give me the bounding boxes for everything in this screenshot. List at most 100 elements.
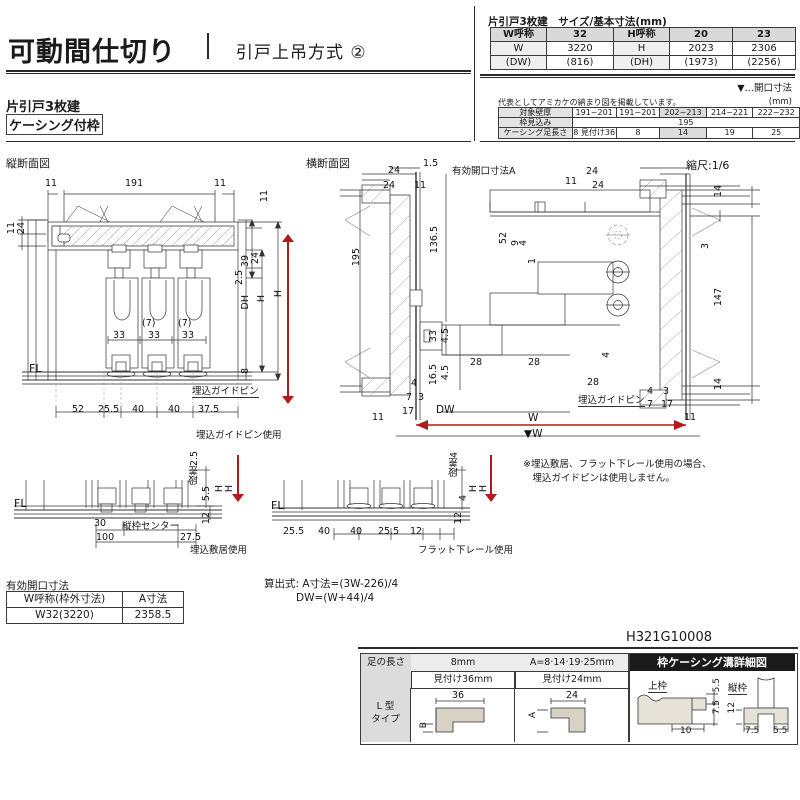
h-label: H (637, 42, 646, 54)
wall-cell-2-4: 25 (752, 127, 800, 139)
frame-type-label: ケーシング付枠 (6, 114, 103, 135)
dim-h4p5a: 4.5 (440, 328, 451, 344)
wall-thickness-table: 対象壁厚 191~201 191~201 202~213 214~221 222… (498, 106, 800, 139)
dim-sill-h-2: H (224, 485, 235, 493)
dim-r11a: 11 (565, 176, 578, 187)
dim-33-c: 33 (182, 330, 195, 341)
dim-28b: 28 (528, 357, 541, 368)
dim-left-11: 11 (45, 178, 58, 189)
casing-l-profile-8mm (423, 698, 485, 733)
size-cell-w-value: 3220 (546, 41, 614, 56)
dim-h11a: 11 (414, 180, 427, 191)
dim-4b: 4 (518, 240, 529, 247)
dim-4c: 4 (601, 352, 612, 359)
wall-row-label-1: 枠見込み (498, 117, 573, 129)
casing-col2-top: A=8·14·19·25mm (515, 654, 630, 672)
size-table-caption: 片引戸3枚建 サイズ/基本寸法(mm) (488, 16, 667, 28)
w-value: 3220 (567, 42, 593, 54)
horizontal-section-label: 横断面図 (306, 157, 350, 170)
flat-rail-use-label: フラット下レール使用 (418, 545, 514, 556)
wall-cell-2-0: 8 見付け36 (571, 127, 617, 139)
embedded-sill-detail-drawing (14, 466, 222, 548)
red-sill-arrow-head (232, 494, 244, 502)
dim-h3: 3 (418, 392, 425, 403)
header-rule-2 (6, 73, 471, 74)
scale-label: 縮尺:1/6 (686, 159, 730, 172)
casing-divider-2 (628, 654, 630, 742)
red-rail-arrow-line (490, 455, 492, 497)
casing-row-header: 足の長さ (361, 654, 412, 672)
dim-h11b: 11 (372, 412, 385, 423)
size-cell-h23-value: 2306 (732, 41, 796, 56)
dim-r4: 4 (647, 386, 654, 397)
dim-33-a: 33 (113, 330, 126, 341)
opening-dimension-note: ▼…開口寸法 (737, 83, 792, 94)
red-rail-arrow-head (485, 494, 497, 502)
dim-195: 195 (351, 248, 362, 267)
drawing-code: H321G10008 (625, 630, 712, 645)
dim-dw: DW (436, 404, 455, 416)
dim-h24a: 24 (388, 165, 401, 176)
vertical-frame-center-label: 縦枠センター (122, 521, 180, 532)
dim-fr-25p5a: 25.5 (283, 526, 305, 537)
casing-col2-bottom: 見付け24mm (515, 671, 630, 689)
dim-sill-27p5: 27.5 (180, 532, 202, 543)
flat-rail-detail-drawing (272, 466, 470, 540)
dim-base-25p5: 25.5 (98, 404, 120, 415)
dim-door-mark-1: (7) (142, 318, 156, 329)
vertical-section-label: 縦断面図 (6, 157, 50, 170)
wall-cell-2-2: 14 (659, 127, 707, 139)
opening-header-1: A寸法 (122, 591, 184, 608)
dim-base-40-b: 40 (168, 404, 181, 415)
product-type-label: 片引戸3枚建 (6, 100, 81, 115)
opening-cell-0-0: W32(3220) (6, 607, 123, 624)
header-rule (6, 70, 471, 72)
dim-h33: 33 (428, 330, 439, 343)
size-cell-h23-sub: (2256) (732, 55, 796, 70)
dim-dh: DH (240, 295, 251, 310)
red-arrow-down (282, 396, 294, 404)
dim-r17: 17 (661, 399, 674, 410)
effective-opening-label: 有効開口寸法A (452, 166, 516, 177)
dim-h17: 17 (402, 406, 415, 417)
dim-r3: 3 (700, 243, 711, 250)
casing-col1-top: 8mm (411, 654, 516, 672)
dim-52: 52 (498, 232, 509, 245)
dim-28a: 28 (470, 357, 483, 368)
wall-cell-2-3: 19 (705, 127, 754, 139)
formula-line-2: DW=(W+44)/4 (296, 592, 375, 605)
casing-l-profile-24mm (537, 698, 586, 733)
detail-side-frame-label: 縦枠 (728, 680, 748, 695)
fl-label-3: FL (271, 499, 284, 512)
wall-cell-0-1: 191~201 (615, 106, 661, 119)
bottom-rule (358, 647, 798, 649)
dim-16p5: 16.5 (428, 364, 439, 386)
header-rule-3 (6, 141, 471, 142)
casing-col1-dim: 36 (452, 690, 465, 701)
horizontal-section-drawing (340, 167, 760, 437)
usage-note-line-1: ※埋込敷居、フラット下レール使用の場合、 (523, 459, 712, 470)
column-divider (474, 6, 475, 141)
casing-type-line-1: L 型 (376, 701, 395, 712)
wall-row-label-0: 対象壁厚 (498, 106, 573, 119)
dim-24: 24 (250, 252, 261, 265)
size-cell-h20-sub: (1973) (669, 55, 733, 70)
formula-block: 算出式: A寸法=(3W-226)/4 DW=(W+44)/4 (264, 577, 398, 605)
detail-side-5p5: 5.5 (773, 726, 788, 736)
opening-table-caption: 有効開口寸法 (6, 580, 69, 592)
dim-fr-40b: 40 (350, 526, 363, 537)
dim-door-mark-2: (7) (178, 318, 192, 329)
h23-value: 2306 (751, 42, 777, 54)
wall-table-rule (480, 141, 795, 142)
table-row: W呼称 32 H呼称 20 23 (490, 27, 796, 42)
dim-w-open: ▼W (524, 428, 543, 440)
w-label: W (513, 42, 524, 54)
size-table-rule (480, 74, 795, 76)
dim-r14b: 14 (713, 378, 724, 391)
dim-left-stack-24: 24 (16, 222, 27, 235)
size-cell-w-value-sub: (816) (546, 55, 614, 70)
table-row: 対象壁厚 191~201 191~201 202~213 214~221 222… (498, 106, 800, 119)
size-cell-w-sub: (DW) (490, 55, 547, 70)
guide-pin-use-label: 埋込ガイドピン使用 (196, 430, 282, 441)
dim-base-37p5: 37.5 (198, 404, 220, 415)
